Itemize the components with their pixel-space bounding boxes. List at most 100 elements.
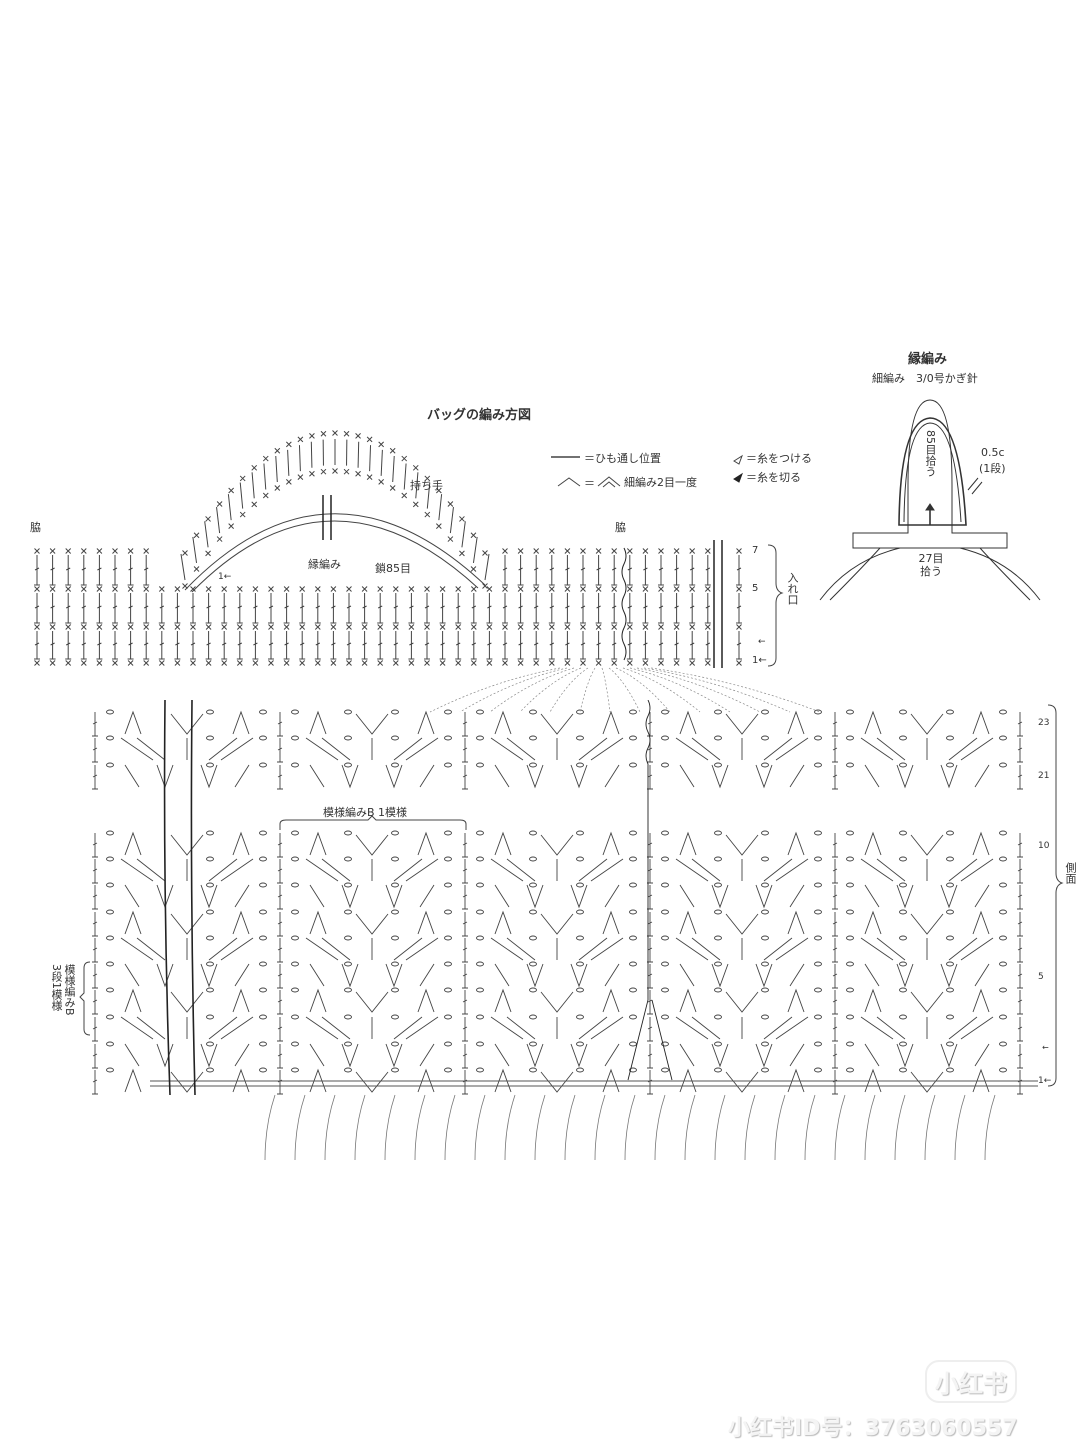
single-crochet-mark — [425, 625, 430, 630]
double-crochet-mark — [462, 1070, 468, 1094]
double-crochet-mark — [832, 1044, 838, 1068]
single-crochet-mark — [159, 625, 164, 630]
double-crochet-mark — [362, 631, 368, 659]
chain-mark — [477, 936, 484, 940]
chain-mark — [530, 988, 537, 992]
chain-mark — [292, 910, 299, 914]
double-crochet-mark — [658, 631, 664, 659]
chain-mark — [815, 910, 822, 914]
double-crochet-mark — [237, 593, 243, 623]
chain-mark — [107, 962, 114, 966]
double-crochet-mark — [486, 631, 492, 659]
stitch-group-mark — [0, 712, 64, 734]
chain-mark — [207, 710, 214, 714]
fringe-line — [385, 1095, 395, 1160]
chain-mark — [947, 988, 954, 992]
chain-mark — [530, 883, 537, 887]
single-crochet-mark — [409, 625, 414, 630]
chain-mark — [900, 910, 907, 914]
single-crochet-mark — [81, 661, 86, 666]
double-crochet-mark — [221, 631, 227, 659]
chain-mark — [662, 736, 669, 740]
single-crochet-mark — [737, 549, 742, 554]
single-crochet-mark — [518, 661, 523, 666]
chain-mark — [815, 857, 822, 861]
single-crochet-mark — [483, 551, 488, 556]
stitch-group-mark — [1050, 833, 1080, 855]
single-crochet-mark — [128, 625, 133, 630]
single-crochet-mark — [627, 549, 632, 554]
chain-mark — [847, 763, 854, 767]
stitch-group-mark — [121, 1017, 253, 1039]
single-crochet-mark — [194, 566, 199, 571]
stitch-group-mark — [125, 833, 249, 855]
single-crochet-mark — [705, 549, 710, 554]
double-crochet-mark — [50, 593, 56, 623]
chain-mark — [292, 962, 299, 966]
handle-stitch-mark — [473, 537, 477, 563]
chain-mark — [947, 936, 954, 940]
stitch-group-mark — [676, 859, 808, 881]
diagram-title: バッグの編み方図 — [427, 404, 531, 423]
chain-mark — [762, 736, 769, 740]
chain-mark — [392, 831, 399, 835]
stitch-group-mark — [121, 859, 253, 881]
chain-mark — [577, 1042, 584, 1046]
edging-title: 縁編み — [908, 348, 947, 367]
single-crochet-mark — [144, 661, 149, 666]
stitch-group-mark — [0, 912, 64, 934]
chain-mark — [662, 831, 669, 835]
side-seam-line — [191, 700, 195, 1095]
chain-mark — [815, 883, 822, 887]
fringe-line — [715, 1095, 725, 1160]
single-crochet-mark — [300, 661, 305, 666]
connector-line — [460, 668, 567, 712]
chain-mark — [260, 763, 267, 767]
chain-mark — [345, 936, 352, 940]
chain-mark — [345, 883, 352, 887]
edging-label: 縁編み — [308, 556, 341, 572]
double-crochet-mark — [50, 631, 56, 659]
legend-sc2tog: 細編み2目一度 — [624, 474, 697, 490]
handle-stitch-mark — [485, 554, 489, 580]
single-crochet-mark — [113, 587, 118, 592]
stitch-group-mark — [865, 990, 989, 1012]
chain-mark — [207, 936, 214, 940]
single-crochet-mark — [113, 661, 118, 666]
chain-mark — [715, 962, 722, 966]
single-crochet-mark — [549, 587, 554, 592]
chain-mark — [900, 1015, 907, 1019]
double-crochet-mark — [96, 593, 102, 623]
double-crochet-mark — [689, 593, 695, 623]
double-crochet-mark — [564, 555, 570, 585]
double-crochet-mark — [268, 631, 274, 659]
double-crochet-mark — [549, 555, 555, 585]
double-crochet-mark — [462, 885, 468, 909]
single-crochet-mark — [705, 587, 710, 592]
chain-mark — [445, 1042, 452, 1046]
chain-mark — [107, 857, 114, 861]
stitch-group-mark — [0, 859, 68, 881]
single-crochet-mark — [222, 625, 227, 630]
chain-mark — [762, 710, 769, 714]
double-crochet-mark — [832, 990, 838, 1014]
chain-mark — [577, 1068, 584, 1072]
double-crochet-mark — [315, 593, 321, 623]
chain-mark — [107, 988, 114, 992]
chain-mark — [107, 936, 114, 940]
single-crochet-mark — [356, 471, 361, 476]
double-crochet-mark — [832, 885, 838, 909]
chain-mark — [477, 736, 484, 740]
single-crochet-mark — [50, 549, 55, 554]
double-crochet-mark — [277, 938, 283, 962]
single-crochet-mark — [97, 625, 102, 630]
single-crochet-mark — [286, 442, 291, 447]
single-crochet-mark — [471, 587, 476, 592]
chain-mark — [345, 962, 352, 966]
chain-mark — [815, 763, 822, 767]
double-crochet-mark — [518, 593, 524, 623]
fringe-line — [835, 1095, 845, 1160]
fringe-line — [655, 1095, 665, 1160]
single-crochet-mark — [659, 587, 664, 592]
single-crochet-mark — [612, 549, 617, 554]
